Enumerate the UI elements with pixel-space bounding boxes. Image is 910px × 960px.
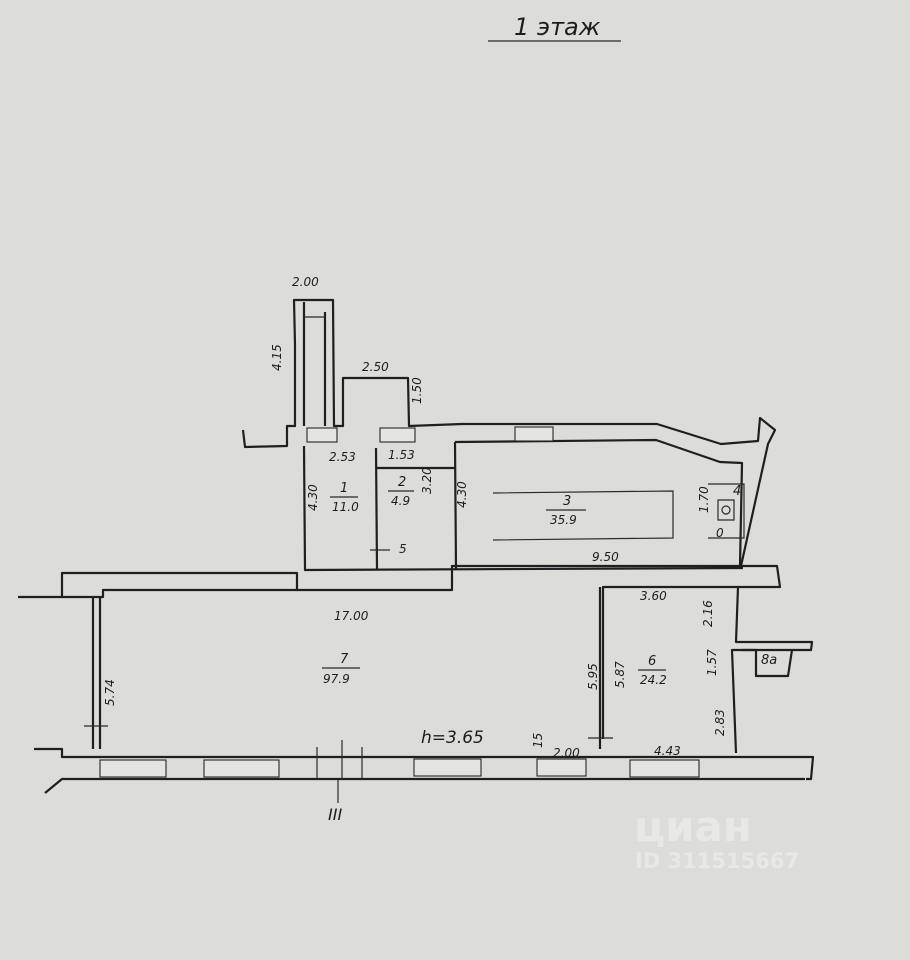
- window-lower-5: [629, 759, 700, 778]
- upper-outer-wall: [241, 298, 777, 567]
- room-3-label: 3 35.9: [546, 494, 586, 527]
- dim-1-50: 1.50: [410, 377, 424, 404]
- upper-windows: [306, 426, 554, 443]
- dim-2-83: 2.83: [713, 709, 727, 736]
- dim-4-15: 4.15: [270, 344, 284, 371]
- dim-5-87: 5.87: [613, 661, 627, 688]
- room-8a-label: 8a: [761, 653, 777, 668]
- dim-3-60: 3.60: [640, 589, 667, 603]
- hall-bottom-wall-line: [44, 777, 805, 794]
- window-lower-3: [413, 758, 482, 777]
- dim-0: 0: [716, 526, 724, 540]
- room-3-area: 35.9: [550, 513, 577, 527]
- dim-4-43: 4.43: [654, 744, 681, 758]
- hall-bottom-outer-wall: [34, 747, 815, 781]
- cian-watermark: циан ID 311515667: [634, 802, 799, 873]
- hall-top-inner-wall: [62, 588, 297, 599]
- room-3-inner-wall: [454, 438, 744, 567]
- room-6-right-wall: [730, 586, 814, 754]
- window-lower-4: [536, 758, 587, 777]
- room-4-outline: [708, 483, 745, 539]
- dim-5: 5: [399, 542, 407, 556]
- window-upper-1: [306, 427, 338, 443]
- main-hall: [18, 549, 815, 803]
- dim-5-95: 5.95: [586, 663, 600, 690]
- window-upper-3: [514, 426, 554, 442]
- room-2-number: 2: [398, 475, 406, 490]
- dim-1-53: 1.53: [388, 448, 415, 462]
- room-4-fixture: [717, 499, 735, 521]
- dim-2-53: 2.53: [329, 450, 356, 464]
- dim-2-00-bottom: 2.00: [553, 746, 580, 760]
- room-6-label: 6 24.2: [638, 654, 667, 687]
- room-1-number: 1: [340, 481, 348, 496]
- lower-windows: [99, 758, 700, 778]
- room-2-area: 4.9: [391, 494, 410, 508]
- dim-5-74: 5.74: [103, 679, 117, 706]
- dim-9-50: 9.50: [592, 550, 619, 564]
- room-3-number: 3: [563, 494, 571, 509]
- room-labels: 1 11.0 2 4.9 3 35.9 4 6 24.2 7 97.9 8a: [322, 475, 777, 687]
- upper-wing: [241, 298, 777, 572]
- room-2-3-partition: [453, 441, 458, 571]
- floor-title-text: 1 этаж: [514, 13, 601, 41]
- room-1-label: 1 11.0: [330, 481, 359, 514]
- dim-2-16: 2.16: [701, 600, 715, 627]
- watermark-logo: циан: [634, 802, 752, 851]
- axis-label: III: [328, 805, 342, 824]
- dim-4-30-right: 4.30: [455, 481, 469, 508]
- dim-1-57: 1.57: [705, 649, 719, 676]
- dimension-labels: 2.00 4.15 2.50 1.50 2.53 1.53 4.30 3.20 …: [103, 275, 727, 760]
- dim-17-00: 17.00: [334, 609, 369, 623]
- dim-2-50: 2.50: [362, 360, 389, 374]
- room-4-drain-icon: [721, 505, 731, 515]
- watermark-id: ID 311515667: [635, 849, 799, 873]
- room-8a-outline: [742, 648, 794, 678]
- room-7-label: 7 97.9: [322, 652, 360, 686]
- room-4-label: 4: [733, 484, 741, 499]
- room-6-area: 24.2: [640, 673, 667, 687]
- dim-1-70: 1.70: [697, 486, 711, 513]
- dim-3-20: 3.20: [420, 467, 434, 494]
- window-lower-1: [99, 759, 167, 778]
- floor-title: 1 этаж: [488, 13, 621, 42]
- hall-ticks: [84, 549, 613, 803]
- window-upper-2: [379, 427, 416, 443]
- dim-2-00-top: 2.00: [292, 275, 319, 289]
- ceiling-height: h=3.65: [421, 728, 484, 748]
- dim-15: 15: [531, 733, 545, 748]
- window-lower-2: [203, 759, 280, 778]
- room-6-number: 6: [648, 654, 656, 669]
- room-8a-number: 8a: [761, 653, 777, 668]
- room-3-faint-outline: [492, 490, 674, 541]
- dim-4-30-left: 4.30: [306, 484, 320, 511]
- room-2-label: 2 4.9: [388, 475, 414, 508]
- room-4-number: 4: [733, 484, 741, 499]
- room-7-area: 97.9: [323, 672, 350, 686]
- hall-top-wall: [18, 564, 782, 739]
- room-1-3-outline: [302, 445, 744, 572]
- room-1-area: 11.0: [332, 500, 359, 514]
- room-1-2-partition: [374, 447, 379, 571]
- room-7-number: 7: [340, 652, 349, 667]
